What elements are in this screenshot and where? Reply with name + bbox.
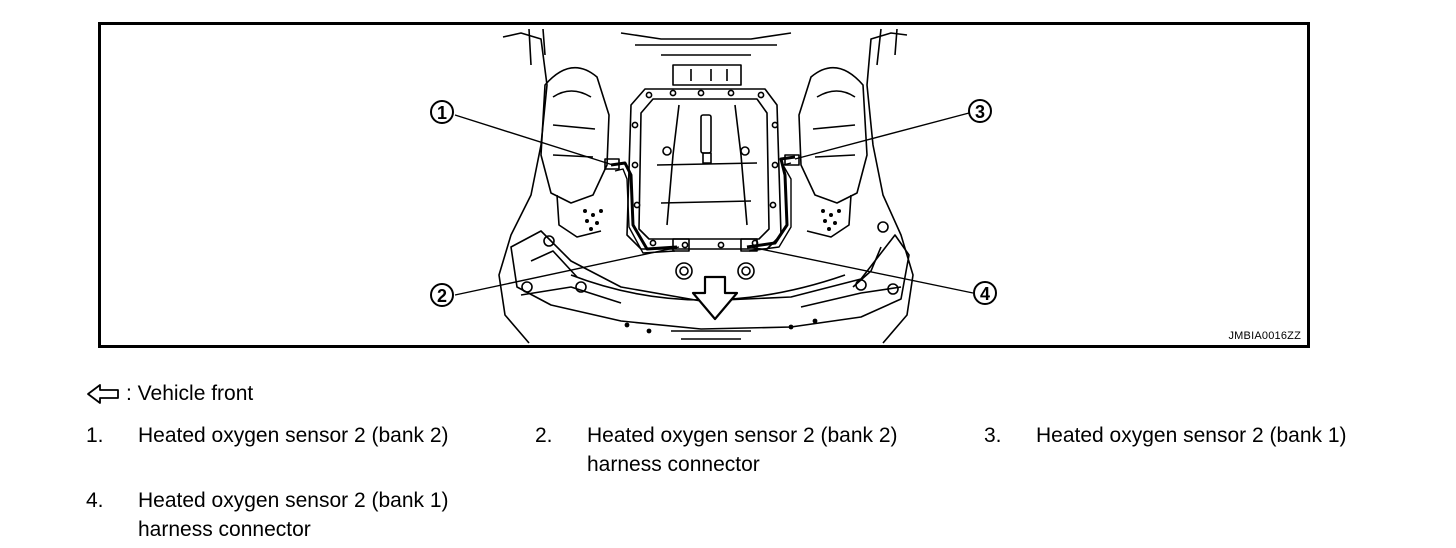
callout-1-label: 1 <box>437 103 447 123</box>
outline-arrow-left-icon <box>87 384 119 404</box>
callout-4: 4 <box>973 281 997 305</box>
callout-1: 1 <box>430 100 454 124</box>
list-item-number: 1. <box>86 424 104 447</box>
callout-2: 2 <box>430 283 454 307</box>
list-item-text: Heated oxygen sensor 2 (bank 2) <box>138 424 449 447</box>
list-item-text-line2: harness connector <box>138 518 311 541</box>
legend-text: : Vehicle front <box>126 382 254 405</box>
callout-3: 3 <box>968 99 992 123</box>
list-item-number: 3. <box>984 424 1002 447</box>
callout-3-label: 3 <box>975 102 985 122</box>
list-item-number: 4. <box>86 489 104 512</box>
engine-underside-illustration: 1 2 3 4 <box>430 28 997 344</box>
list-item-text: Heated oxygen sensor 2 (bank 2) <box>587 424 898 447</box>
callout-2-label: 2 <box>437 286 447 306</box>
list-item-text: Heated oxygen sensor 2 (bank 1) <box>1036 424 1347 447</box>
callout-4-label: 4 <box>980 284 990 304</box>
diagram-frame: 1 2 3 4 JMBIA0016ZZ <box>98 22 1310 348</box>
figure-id: JMBIA0016ZZ <box>1228 330 1301 342</box>
list-item-text-line2: harness connector <box>587 453 760 476</box>
legend-vehicle-front: : Vehicle front <box>86 382 253 406</box>
list-item-number: 2. <box>535 424 553 447</box>
list-item-text: Heated oxygen sensor 2 (bank 1) <box>138 489 449 512</box>
